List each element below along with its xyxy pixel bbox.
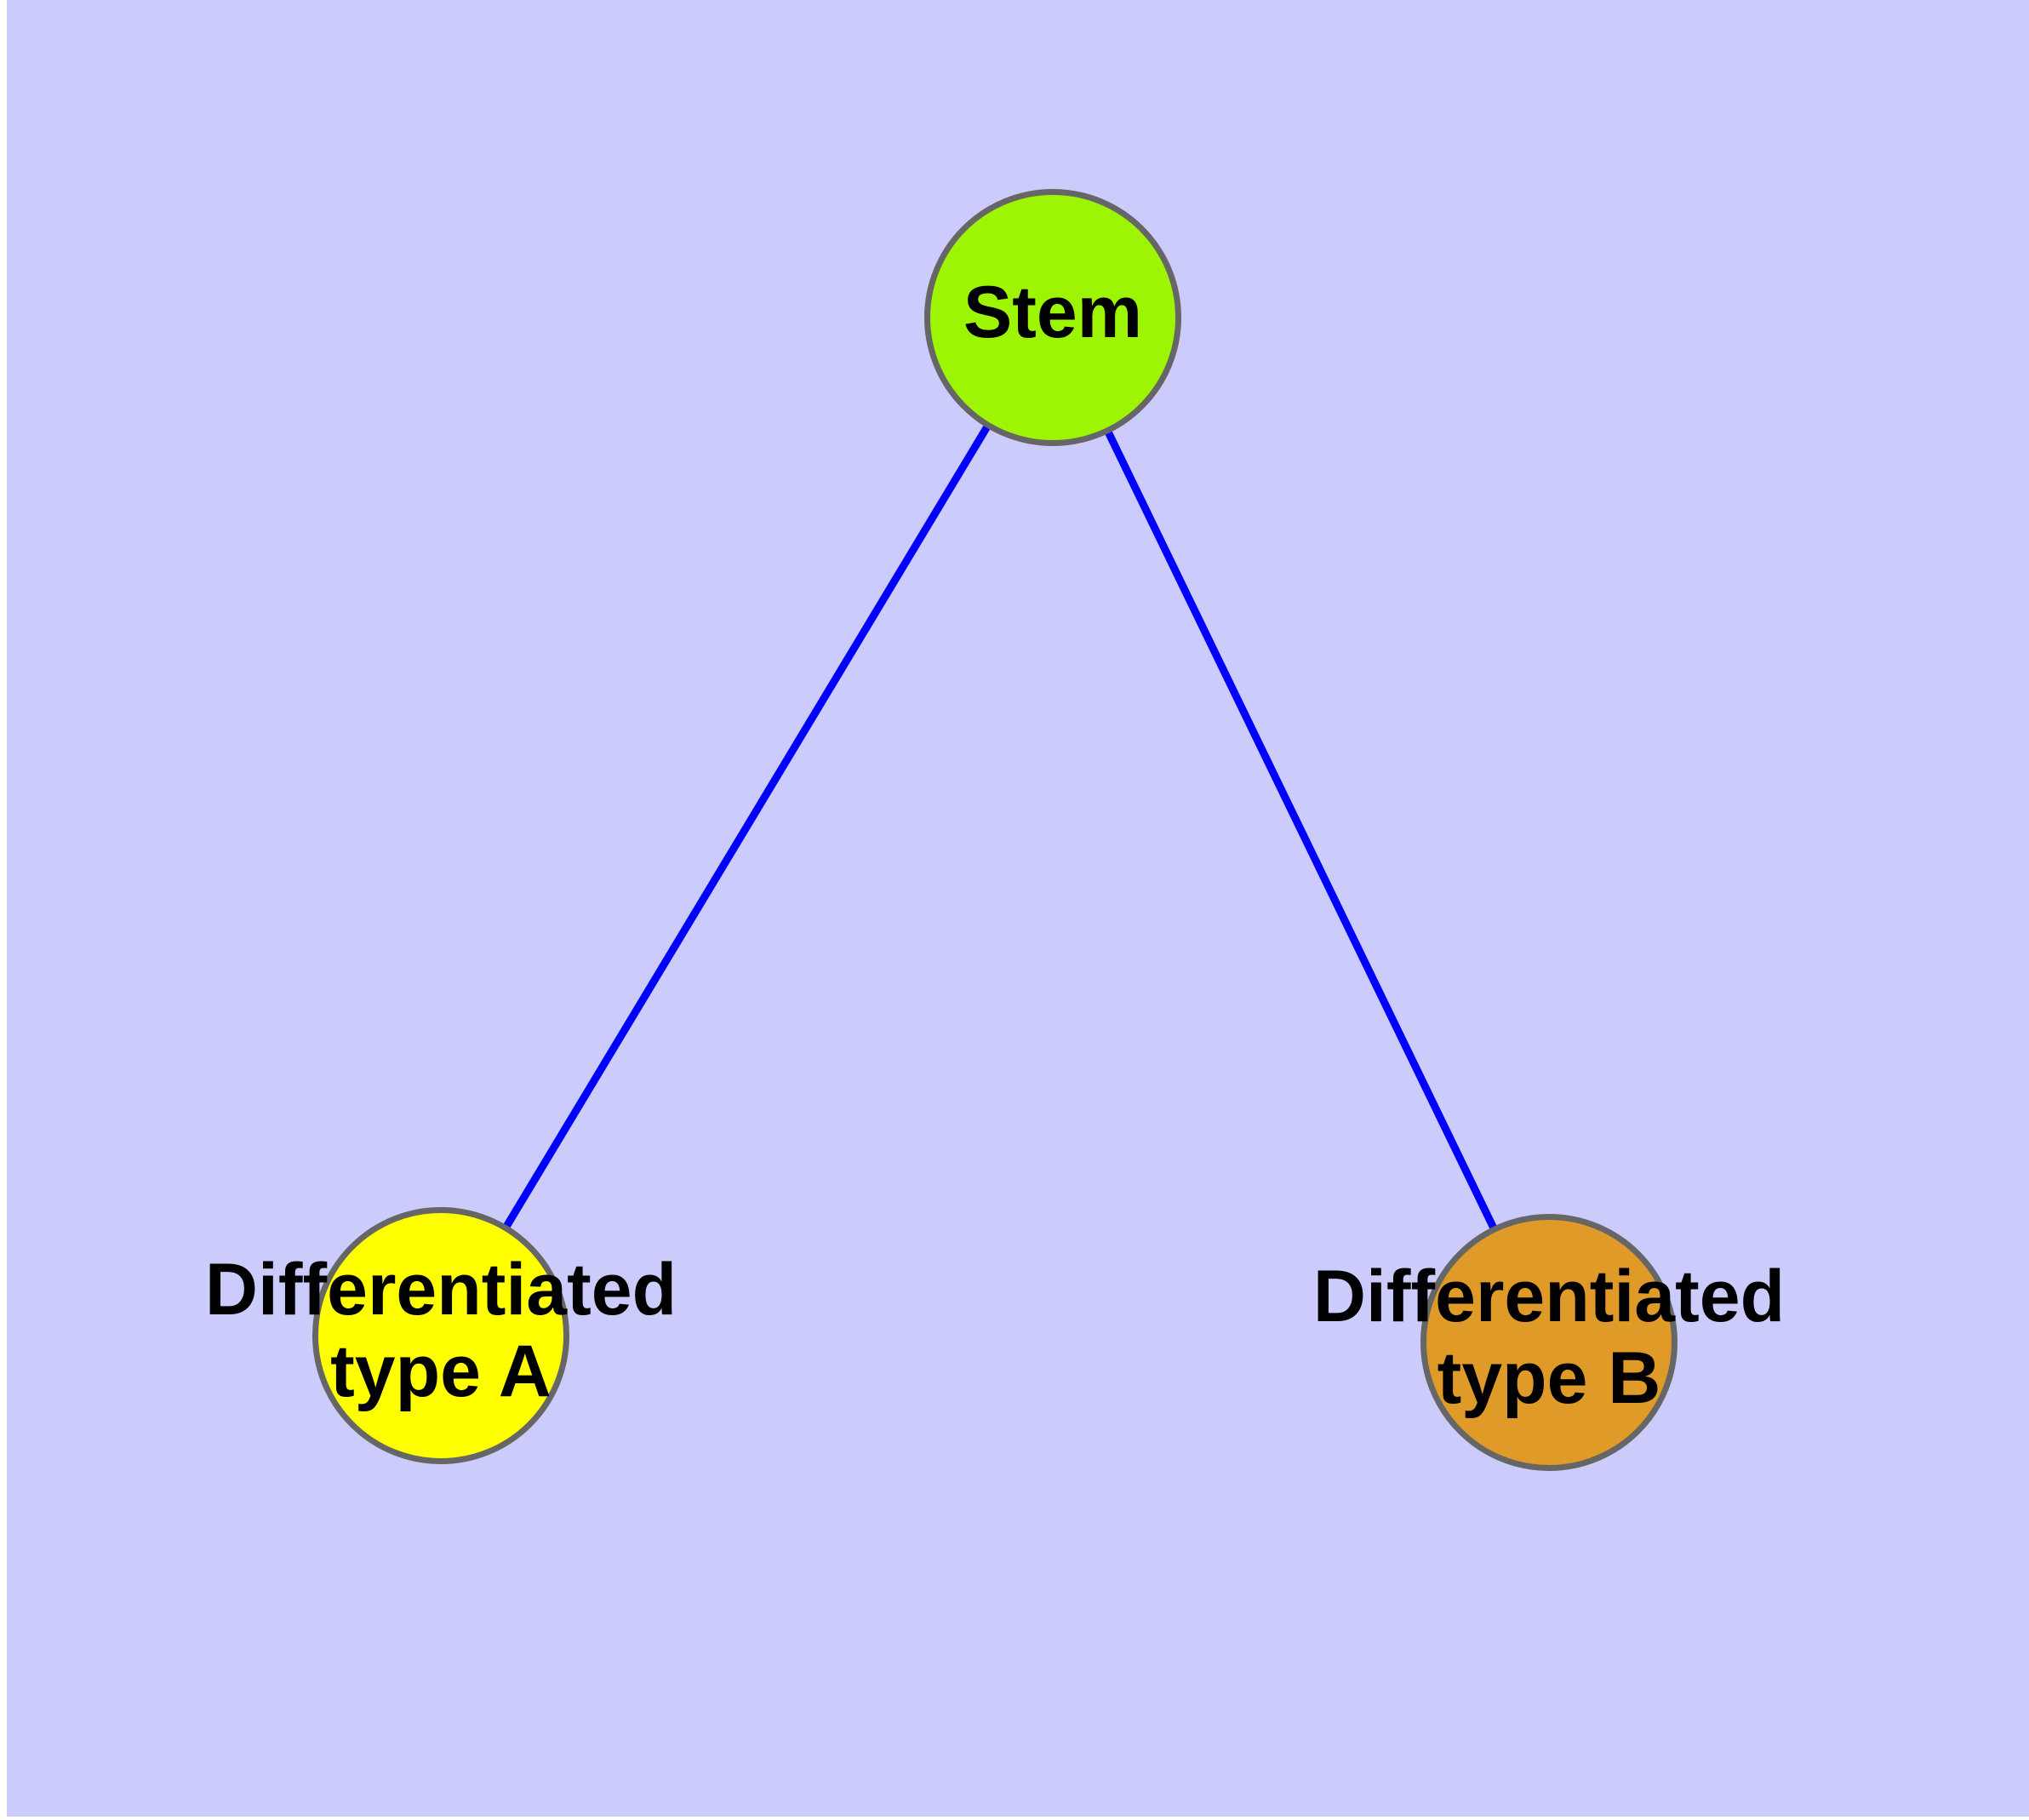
graph-node-diff-a[interactable] [312, 1207, 569, 1464]
graph-edge [1049, 316, 1553, 1344]
graph-node-stem[interactable] [924, 189, 1181, 446]
node-label-line: type A [330, 1331, 552, 1412]
node-label-line: Differentiated [1313, 1256, 1785, 1337]
node-layer [312, 189, 1677, 1471]
graph-node-label-stem: Stem [963, 272, 1142, 353]
graph-edge [437, 315, 1056, 1338]
edge-layer [437, 315, 1553, 1344]
node-label-line: type B [1437, 1337, 1661, 1419]
graph-node-diff-b[interactable] [1420, 1214, 1677, 1471]
node-label-line: Stem [963, 272, 1142, 353]
node-label-line: Differentiated [205, 1249, 677, 1331]
